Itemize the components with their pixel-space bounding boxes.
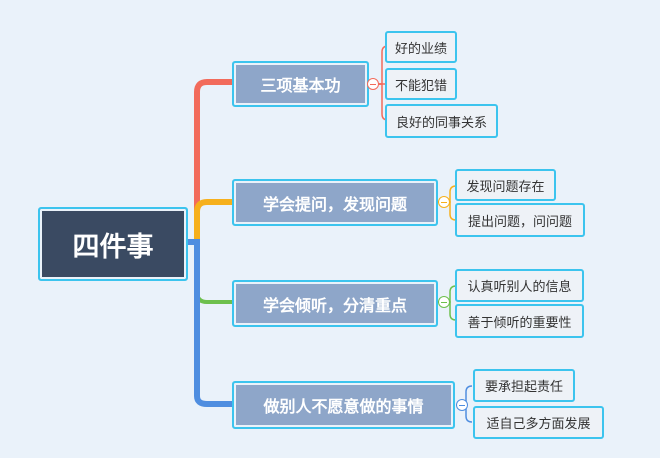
leaf-connector xyxy=(438,201,457,221)
collapse-toggle-icon[interactable] xyxy=(456,399,468,411)
collapse-toggle-icon[interactable] xyxy=(438,296,450,308)
subtopic-listen-info[interactable]: 认真听别人的信息 xyxy=(455,269,584,302)
subtopic-good-performance[interactable]: 好的业绩 xyxy=(385,31,457,63)
subtopic-find-problems[interactable]: 发现问题存在 xyxy=(455,169,556,201)
subtopic-develop-self[interactable]: 适自己多方面发展 xyxy=(473,406,604,439)
subtopic-no-mistakes[interactable]: 不能犯错 xyxy=(385,68,457,100)
branch-connector-4 xyxy=(185,239,236,407)
topic-ask-questions[interactable]: 学会提问，发现问题 xyxy=(232,179,438,226)
leaf-connector xyxy=(456,404,473,423)
root-topic[interactable]: 四件事 xyxy=(38,207,188,281)
subtopic-colleague-relations[interactable]: 良好的同事关系 xyxy=(385,104,498,138)
leaf-connector xyxy=(438,285,457,303)
topic-listen[interactable]: 学会倾听，分清重点 xyxy=(232,280,438,327)
subtopic-raise-questions[interactable]: 提出问题，问问题 xyxy=(455,203,585,237)
topic-do-hard-things[interactable]: 做别人不愿意做的事情 xyxy=(232,381,455,429)
leaf-connector xyxy=(438,301,457,321)
topic-three-basics[interactable]: 三项基本功 xyxy=(232,61,369,107)
branch-connector-2 xyxy=(185,199,236,245)
subtopic-listen-importance[interactable]: 善于倾听的重要性 xyxy=(455,304,584,338)
leaf-connector xyxy=(456,385,473,406)
leaf-connector xyxy=(438,185,457,203)
branch-connector-1 xyxy=(185,79,236,245)
collapse-toggle-icon[interactable] xyxy=(438,196,450,208)
subtopic-take-responsibility[interactable]: 要承担起责任 xyxy=(473,369,575,402)
collapse-toggle-icon[interactable] xyxy=(367,78,379,90)
